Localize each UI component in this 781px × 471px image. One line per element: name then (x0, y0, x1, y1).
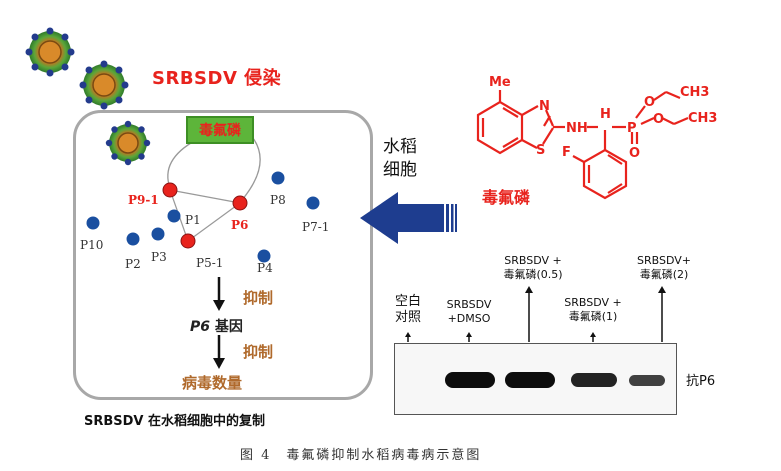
protein-p1-dot (167, 209, 181, 223)
inhibit-label-1: 抑制 (243, 289, 274, 307)
protein-p4-dot (257, 249, 271, 263)
atom-nh: NH (566, 121, 588, 136)
virus-count-label: 病毒数量 (182, 374, 243, 392)
atom-s: S (536, 143, 545, 158)
blot-lane1-line2: 对照 (394, 310, 421, 325)
compound-structure: Me N S NH H P O CH3 O CH3 O F (476, 75, 717, 200)
protein-p2-label: P2 (125, 257, 141, 271)
atom-ch3-top: CH3 (680, 85, 709, 100)
antibody-label: 抗P6 (686, 374, 716, 389)
protein-p8-label: P8 (270, 193, 286, 207)
protein-p4-label: P4 (257, 261, 273, 275)
blot-lane4-line2: 毒氟磷(1) (568, 310, 618, 323)
atom-me: Me (489, 75, 511, 90)
atom-o-top: O (644, 95, 655, 110)
lane3-arrow-icon (525, 286, 533, 342)
figure-caption: 图 4 毒氟磷抑制水稻病毒病示意图 (240, 448, 482, 463)
protein-p9-1-dot (162, 182, 178, 198)
down-arrow-2-icon (213, 335, 225, 369)
big-left-arrow-icon (360, 192, 457, 244)
protein-p8-dot (271, 171, 285, 185)
blot-lane2-line1: SRBSDV (446, 298, 492, 311)
drug-box: 毒氟磷 (186, 116, 254, 144)
blot-lane4-line1: SRBSDV + (564, 296, 622, 309)
protein-p7-1-label: P7-1 (302, 220, 330, 234)
virus-particle-1-icon (25, 27, 75, 77)
blot-band-lane4 (571, 373, 617, 387)
rice-cell-label-line1: 水稻 (383, 137, 417, 157)
blot-lane5-label: SRBSDV+ 毒氟磷(2) (628, 254, 700, 282)
protein-p3-dot (151, 227, 165, 241)
blot-lane2-label: SRBSDV +DMSO (441, 298, 497, 326)
protein-p9-1-label: P9-1 (128, 193, 159, 207)
western-blot (394, 343, 677, 415)
protein-p5-1-dot (180, 233, 196, 249)
p6-gene-label: P6 基因 (190, 316, 243, 336)
protein-p6-label: P6 (231, 218, 249, 232)
compound-name: 毒氟磷 (482, 188, 531, 207)
p6-gene-suffix: 基因 (210, 319, 243, 335)
protein-p7-1-dot (306, 196, 320, 210)
atom-f: F (562, 145, 571, 160)
cell-caption: SRBSDV 在水稻细胞中的复制 (84, 414, 266, 429)
rice-cell-label-line2: 细胞 (383, 160, 417, 180)
atom-o-bottom: O (629, 146, 640, 161)
interaction-line-p9-1-p6 (169, 189, 241, 204)
blot-lane1-line1: 空白 (394, 294, 421, 309)
protein-p5-1-label: P5-1 (196, 256, 224, 270)
blot-lane3-label: SRBSDV + 毒氟磷(0.5) (493, 254, 573, 282)
blot-lane3-line2: 毒氟磷(0.5) (503, 268, 563, 281)
atom-o-right: O (653, 112, 664, 127)
blot-lane5-line1: SRBSDV+ (637, 254, 691, 267)
protein-p10-label: P10 (80, 238, 104, 252)
virus-particle-2-icon (79, 60, 129, 110)
interaction-line-p6-p5-1 (187, 202, 241, 242)
protein-p2-dot (126, 232, 140, 246)
inhibit-label-2: 抑制 (243, 343, 274, 361)
lane1-arrow-icon (405, 332, 411, 342)
blot-band-lane5 (629, 374, 665, 386)
protein-p1-label: P1 (185, 213, 201, 227)
protein-p6-dot (232, 195, 248, 211)
p6-gene-italic: P6 (190, 319, 211, 335)
atom-h: H (600, 107, 611, 122)
blot-lane5-line2: 毒氟磷(2) (639, 268, 689, 281)
rice-cell-side-label: 水稻 细胞 (383, 136, 417, 182)
blot-lane2-line2: +DMSO (447, 312, 491, 325)
blot-lane4-label: SRBSDV + 毒氟磷(1) (556, 296, 630, 324)
atom-ch3-right: CH3 (688, 111, 717, 126)
down-arrow-1-icon (213, 277, 225, 311)
lane4-arrow-icon (590, 332, 596, 342)
infection-label: SRBSDV 侵染 (152, 68, 282, 89)
atom-p: P (627, 121, 637, 136)
blot-band-lane3 (505, 372, 555, 388)
protein-p3-label: P3 (151, 250, 167, 264)
atom-n: N (539, 99, 550, 114)
blot-band-lane2 (445, 372, 495, 388)
blot-lane3-line1: SRBSDV + (504, 254, 562, 267)
virus-particle-3-icon (105, 120, 151, 166)
blot-lane1-label: 空白 对照 (387, 294, 429, 326)
protein-p10-dot (86, 216, 100, 230)
lane2-arrow-icon (466, 332, 472, 342)
lane5-arrow-icon (658, 286, 666, 342)
